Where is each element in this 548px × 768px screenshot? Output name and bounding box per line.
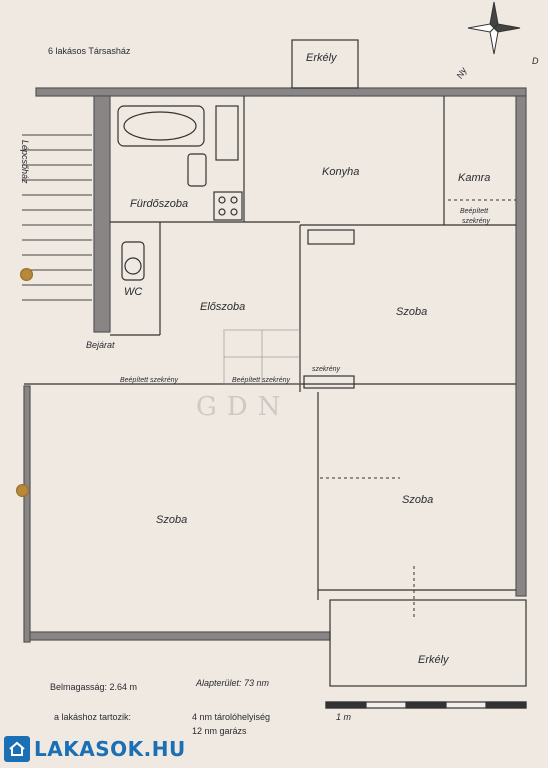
- floor-area: Alapterület: 73 nm: [196, 678, 270, 688]
- room-pantry: Kamra: [458, 172, 491, 184]
- room-big-right: Szoba: [402, 494, 434, 506]
- room-hall: Előszoba: [200, 301, 246, 313]
- built-in-label-2: szekrény: [462, 218, 491, 225]
- compass-label: D: [532, 56, 539, 66]
- stairs-label: Lépcsőház: [20, 140, 30, 184]
- building-label: 6 lakásos Társasház: [48, 46, 131, 56]
- wall-right: [515, 95, 527, 597]
- balcony-bottom-outline: [329, 599, 527, 687]
- room-big-left: Szoba: [156, 514, 188, 526]
- balcony-top-outline: [291, 39, 359, 89]
- room-balcony-bottom: Erkély: [418, 654, 449, 666]
- room-wc: WC: [124, 286, 143, 298]
- wardrobe-mid-label: Beépített szekrény: [232, 377, 290, 384]
- watermark: GDN: [196, 392, 291, 422]
- room-balcony-top: Erkély: [306, 52, 337, 64]
- room-right: Szoba: [396, 306, 428, 318]
- built-in-label-1: Beépített: [460, 208, 489, 215]
- brand-name: LAKASOK.HU: [34, 737, 186, 761]
- room-bathroom: Fürdőszoba: [130, 198, 189, 210]
- wall-stairs: [93, 95, 111, 333]
- punch-hole-bottom: [16, 484, 29, 497]
- belongs-label: a lakáshoz tartozik:: [54, 712, 132, 722]
- garage-label: 12 nm garázs: [192, 726, 247, 736]
- bathtub: [117, 105, 205, 147]
- entrance-label: Bejárat: [86, 340, 115, 350]
- brand-logo[interactable]: LAKASOK.HU: [4, 734, 186, 764]
- wardrobe-small-label: szekrény: [312, 366, 341, 373]
- punch-hole-top: [20, 268, 33, 281]
- wall-top: [35, 87, 527, 97]
- storage-label: 4 nm tárolóhelyiség: [192, 712, 271, 722]
- wardrobe-left-label: Beépített szekrény: [120, 377, 178, 384]
- scale-label: 1 m: [336, 712, 352, 722]
- house-icon: [4, 736, 30, 762]
- ceiling-height: Belmagasság: 2.64 m: [50, 682, 138, 692]
- room-kitchen: Konyha: [322, 166, 360, 178]
